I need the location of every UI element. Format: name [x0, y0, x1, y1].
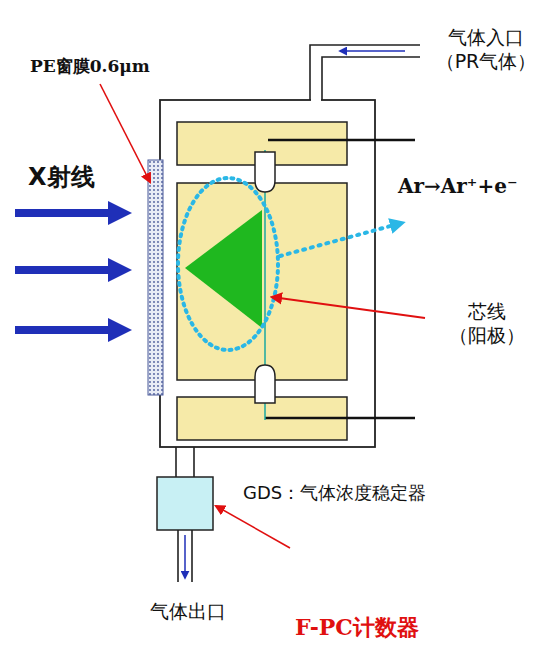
leader-line: [272, 297, 425, 318]
inflow-arrow: [340, 50, 405, 52]
anode-label: 芯线 （阳极）: [428, 300, 546, 348]
outlet-pipe: [178, 530, 192, 582]
window-label: PE窗膜0.6μm: [30, 56, 150, 77]
lower-insulator: [255, 365, 275, 403]
gas-inlet-pipe: [310, 45, 420, 101]
upper-insulator: [255, 152, 275, 192]
gds-unit: [157, 477, 213, 530]
caption: F-PC计数器: [295, 614, 419, 642]
xray-arrow: [15, 209, 120, 217]
lower-lead: [265, 417, 415, 420]
xray-arrow: [15, 266, 120, 274]
ionisation-region: [178, 178, 278, 350]
xray-arrow: [15, 326, 120, 334]
gds-label: GDS：气体浓度稳定器: [243, 482, 426, 505]
upper-lead: [268, 139, 415, 142]
outlet-pipe: [176, 447, 194, 477]
xray-label: X射线: [28, 162, 95, 192]
gas-outlet-label: 气体出口: [150, 600, 226, 624]
gas-inlet-label: 气体入口 （PR气体）: [420, 26, 552, 74]
pipe-opening: [311, 98, 321, 103]
ionisation-cone: [185, 210, 262, 328]
leader-line: [216, 506, 290, 548]
ionisation-label: Ar→Ar⁺+e⁻: [398, 174, 517, 199]
outflow-arrow: [184, 535, 186, 578]
pe-window: [148, 160, 163, 395]
housing: [160, 100, 375, 447]
ion-arrow: [280, 224, 398, 256]
chamber-block: [177, 183, 347, 380]
leader-line: [100, 84, 150, 182]
